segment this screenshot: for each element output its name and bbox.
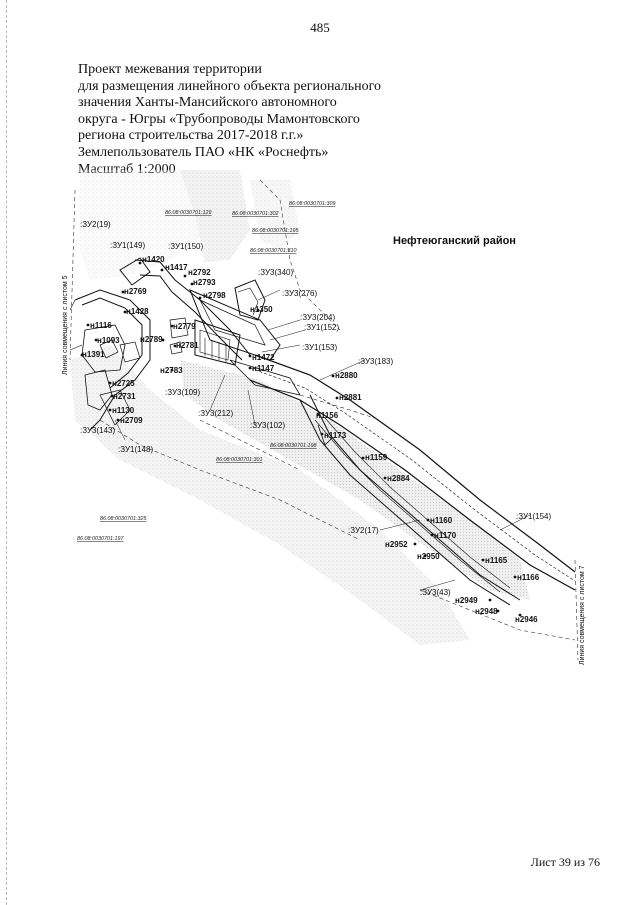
point-label: н2880 bbox=[335, 371, 358, 380]
point-label: н1160 bbox=[430, 516, 453, 525]
point-label: н2884 bbox=[387, 474, 410, 483]
leader-lines bbox=[114, 289, 531, 591]
point-label: н2783 bbox=[160, 366, 183, 375]
point-labels: н1420 н1417 н2792 н2793 н2798 н2769 н142… bbox=[82, 255, 540, 624]
page-number: 485 bbox=[310, 20, 330, 35]
cadastral-number: 86:08:0030701:195 bbox=[252, 228, 299, 234]
point-label: н1391 bbox=[82, 350, 105, 359]
point-label: н2781 bbox=[176, 341, 199, 350]
parcel-labels: :ЗУ2(19) :ЗУ1(149) :ЗУ1(150) :ЗУ3(340) :… bbox=[80, 220, 552, 597]
parcel-label: :ЗУ1(150) bbox=[168, 242, 204, 251]
point-label: н2946 bbox=[515, 615, 538, 624]
point-label: н2881 bbox=[339, 393, 362, 402]
sheet-number: Лист 39 из 76 bbox=[530, 855, 600, 869]
point-label: н2792 bbox=[188, 268, 211, 277]
parcel-label: :ЗУ1(148) bbox=[118, 445, 154, 454]
cadastral-number: 86:08:0030701:197 bbox=[77, 536, 124, 542]
cadastral-number: 86:08:0030701:198 bbox=[270, 443, 316, 449]
point-label: н2789 bbox=[140, 335, 163, 344]
district-label: Нефтеюганский район bbox=[393, 235, 516, 247]
cadastral-number: 86:08:0030701:309 bbox=[289, 201, 335, 207]
point-label: н1147 bbox=[252, 364, 275, 373]
parcel-label: :ЗУ1(153) bbox=[302, 343, 338, 352]
parcel-label: :ЗУ2(19) bbox=[80, 220, 111, 229]
point-label: н1166 bbox=[517, 573, 540, 582]
point-label: н1165 bbox=[485, 556, 508, 565]
title-line: значения Ханты-Мансийского автономного bbox=[78, 95, 337, 111]
title-line: региона строительства 2017-2018 г.г.» bbox=[78, 128, 304, 144]
point-label: н1428 bbox=[126, 307, 149, 316]
title-line: округа - Югры «Трубопроводы Мамонтовског… bbox=[78, 111, 360, 127]
point-label: н1156 bbox=[316, 411, 339, 420]
boundary-lines bbox=[69, 179, 579, 661]
point-label: н1173 bbox=[324, 431, 347, 440]
cadastral-labels: 86:08:0030701:129 86:08:0030701:302 86:0… bbox=[77, 201, 335, 542]
parcel-label: :ЗУ1(152) bbox=[304, 323, 340, 332]
parcel-label: :ЗУ1(154) bbox=[516, 512, 552, 521]
parcel-label: :ЗУ3(276) bbox=[282, 289, 318, 298]
point-label: н1417 bbox=[165, 263, 188, 272]
parcel-label: :ЗУ3(43) bbox=[420, 588, 451, 597]
title-line: Проект межевания территории bbox=[78, 62, 262, 77]
point-markers bbox=[80, 261, 522, 617]
point-label: н1420 bbox=[142, 255, 165, 264]
cadastral-number: 86:08:0030701:302 bbox=[232, 211, 278, 217]
point-label: н2769 bbox=[124, 287, 147, 296]
match-line-left-label: Линия совмещения с листом 5 bbox=[62, 275, 69, 375]
parcel-label: :ЗУ3(204) bbox=[300, 313, 336, 322]
point-label: н1472 bbox=[252, 353, 275, 362]
point-label: н2793 bbox=[193, 278, 216, 287]
match-line-right-label: Линия совмещения с листом 7 bbox=[579, 565, 586, 665]
left-margin-dash bbox=[6, 0, 7, 905]
parcel-label: :ЗУ3(109) bbox=[165, 388, 201, 397]
parcel-label: :ЗУ2(17) bbox=[348, 526, 379, 535]
parcel-label: :ЗУ3(102) bbox=[250, 421, 286, 430]
point-label: н1093 bbox=[97, 336, 120, 345]
point-label: н2949 bbox=[455, 596, 478, 605]
left-complex bbox=[69, 289, 151, 431]
point-label: н2709 bbox=[120, 416, 143, 425]
title-line: Землепользователь ПАО «НК «Роснефть» bbox=[78, 144, 329, 160]
point-label: н1350 bbox=[250, 305, 273, 314]
cadastral-number: 86:08:0030701:129 bbox=[165, 210, 211, 216]
point-label: н2725 bbox=[112, 379, 135, 388]
pipeline-corridor bbox=[249, 354, 576, 606]
point-label: н1170 bbox=[434, 531, 457, 540]
parcel-label: :ЗУ3(340) bbox=[258, 268, 294, 277]
cadastral-number: 86:08:0030701:325 bbox=[100, 516, 147, 522]
point-label: н1159 bbox=[365, 453, 388, 462]
point-label: н2950 bbox=[417, 552, 440, 561]
point-label: н2731 bbox=[113, 392, 136, 401]
parcel-label: :ЗУ1(149) bbox=[110, 241, 146, 250]
point-label: н2952 bbox=[385, 540, 408, 549]
point-label: н1116 bbox=[90, 321, 112, 330]
cadastral-number: 86:08:0030701:301 bbox=[216, 457, 262, 463]
parcel-label: :ЗУ3(212) bbox=[198, 409, 234, 418]
cadastral-number: 86:08:0030701:310 bbox=[250, 248, 296, 254]
parcel-label: :ЗУ3(143) bbox=[80, 426, 116, 435]
point-label: н2779 bbox=[173, 322, 196, 331]
parcel-label: :ЗУ3(183) bbox=[358, 357, 394, 366]
point-label: н2948 bbox=[475, 607, 498, 616]
point-label: н1130 bbox=[112, 406, 135, 415]
title-line: для размещения линейного объекта региона… bbox=[78, 78, 382, 94]
point-label: н2798 bbox=[203, 291, 226, 300]
